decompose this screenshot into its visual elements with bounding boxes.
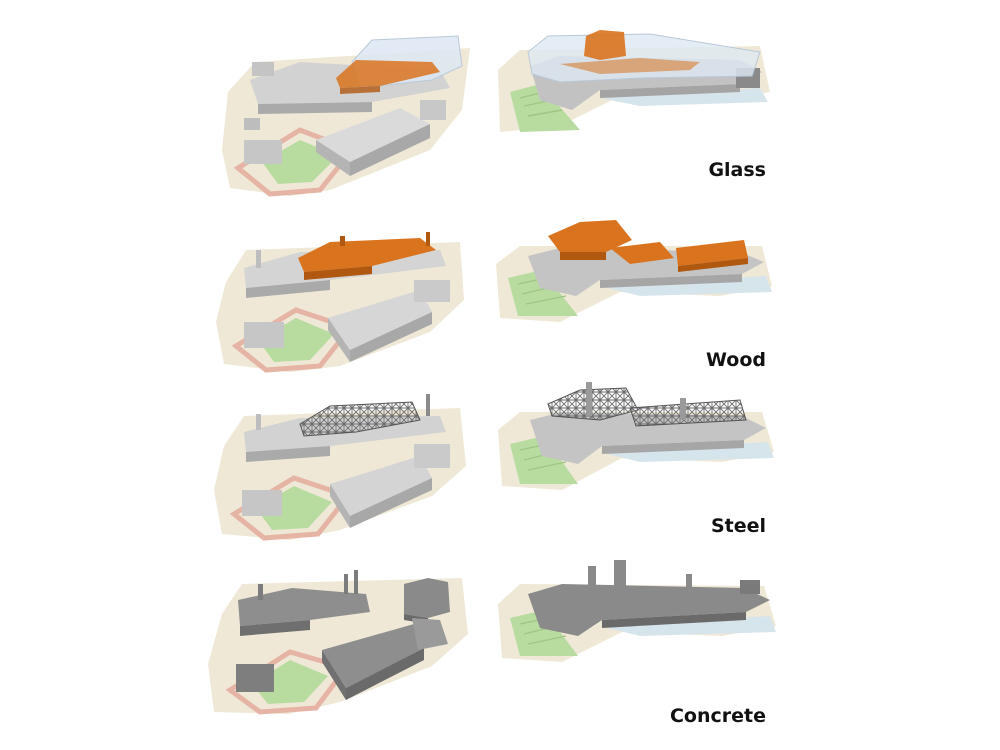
wood-volume: [336, 60, 440, 88]
glass-site-plan: [222, 35, 470, 197]
tower-block: [404, 578, 450, 618]
base-building: [530, 412, 766, 464]
school-building: [238, 588, 370, 626]
running-track: [225, 649, 351, 715]
row-label-glass: Glass: [708, 159, 766, 181]
glass-section-view: [498, 30, 770, 132]
running-track: [231, 307, 355, 373]
row-label-wood: Wood: [706, 349, 766, 371]
wood-volume: [548, 220, 632, 252]
gym-building: [328, 290, 432, 350]
running-track: [229, 475, 353, 541]
terraced-field: [510, 610, 578, 656]
running-track: [233, 127, 357, 197]
steel-frame: [299, 401, 421, 437]
row-label-steel: Steel: [710, 515, 766, 537]
steel-section-view: [498, 382, 774, 490]
concrete-site-plan: [208, 570, 468, 715]
terraced-field: [508, 270, 578, 316]
steel-site-plan: [214, 394, 466, 541]
gym-building: [322, 624, 424, 688]
row-label-concrete: Concrete: [669, 705, 766, 727]
concrete-section-view: [498, 560, 776, 662]
wood-section-view: [496, 220, 772, 322]
water: [600, 616, 776, 636]
gym-building: [316, 108, 430, 162]
glass-volume: [527, 33, 761, 83]
wood-site-plan: [216, 232, 464, 373]
wood-volume: [298, 238, 436, 272]
wood-volume: [584, 30, 626, 60]
gym-building: [330, 456, 432, 516]
sports-field: [252, 660, 328, 704]
